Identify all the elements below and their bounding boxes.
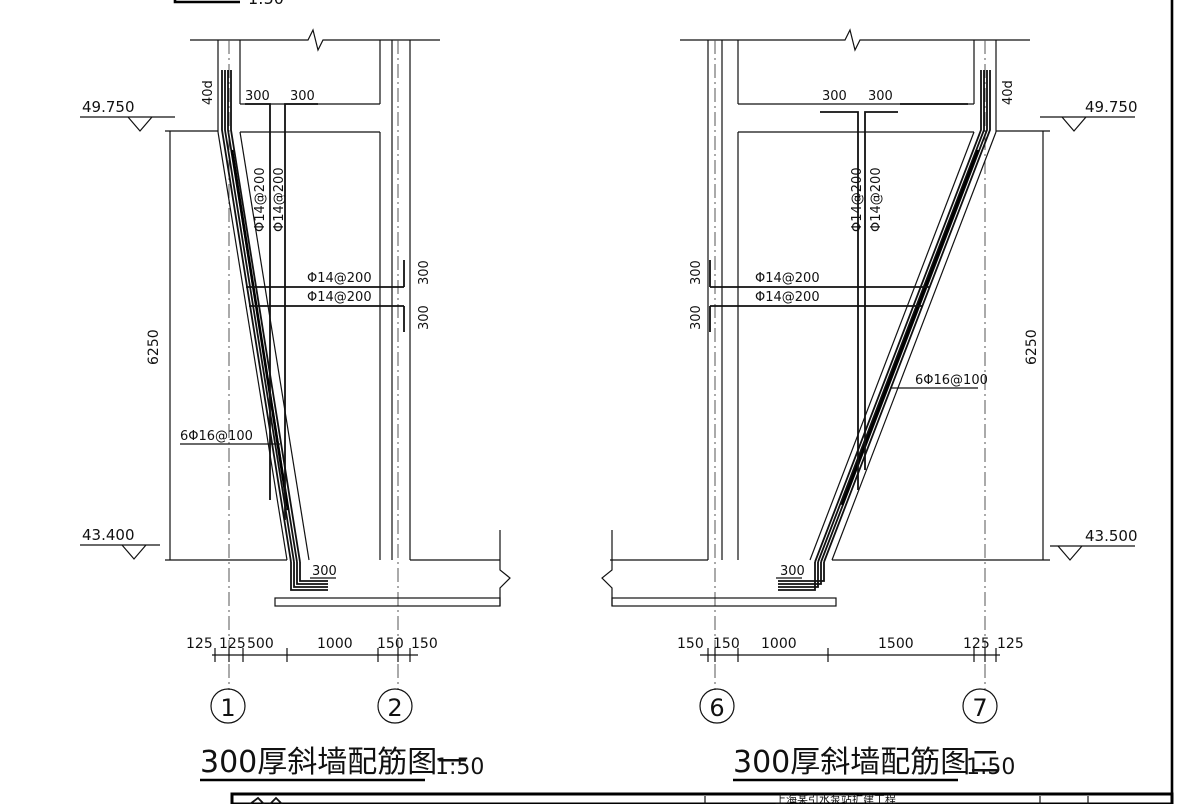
- vertical-rebar-left: [820, 111, 859, 490]
- top-dim-right: 300: [868, 89, 893, 104]
- bottom-dim-2: 150: [713, 636, 740, 652]
- vertical-rebar-right: [284, 103, 318, 520]
- break-line-right: [499, 530, 511, 606]
- break-line-left: [601, 530, 613, 606]
- slant-rebar-heavy: [230, 149, 290, 511]
- elev-triangle-top: [127, 116, 153, 132]
- bottom-hook-3: [296, 562, 328, 585]
- elev-triangle-bottom: [1057, 545, 1083, 561]
- bottom-dim-1: 125: [186, 636, 213, 652]
- axis-label-2: 2: [387, 694, 402, 722]
- bottom-hook-label: 300: [780, 564, 805, 579]
- bottom-hook-1: [778, 562, 816, 591]
- side-dim-upper: 300: [689, 260, 704, 285]
- slant-rebar-4: [230, 70, 301, 563]
- elev-triangle-bottom: [121, 544, 147, 560]
- drawing-one: 49.750 43.400 6250 40d 300 300 Φ14@200 Φ…: [80, 28, 511, 782]
- vertical-rebar-label-right: Φ14@200: [272, 167, 287, 232]
- slant-wall-face-outer: [217, 131, 288, 561]
- top-dim-right: 300: [290, 89, 315, 104]
- title-block-frame: [230, 792, 1174, 804]
- bottom-dim-2: 125: [219, 636, 246, 652]
- break-line-top: [190, 28, 440, 52]
- side-dim-lower: 300: [689, 305, 704, 330]
- previous-title-underline: [173, 0, 240, 4]
- slant-rebar-1: [814, 70, 982, 563]
- axis-bubble-1: [210, 688, 246, 724]
- bottom-dim-4: 1000: [317, 636, 353, 652]
- slant-rebar-3: [227, 70, 298, 563]
- bottom-dim-ticks: [707, 648, 997, 662]
- axis-label-6: 6: [709, 694, 724, 722]
- slant-rebar-4: [823, 70, 991, 563]
- axis-label-1: 1: [220, 694, 235, 722]
- vertical-rebar-right: [864, 111, 898, 470]
- foundation-cushion: [274, 597, 501, 607]
- bottom-hook-3: [778, 562, 822, 585]
- axis-bubble-7: [962, 688, 998, 724]
- anchor-length-label: 40d: [201, 80, 216, 105]
- elevation-top-label: 49.750: [82, 98, 135, 116]
- slant-rebar-1: [221, 70, 292, 563]
- drawing-title-one: 300厚斜墙配筋图一: [200, 745, 467, 780]
- height-dim-label: 6250: [1024, 329, 1040, 365]
- bottom-hook-1: [290, 562, 328, 591]
- title-block-logo-fragment: [249, 796, 265, 804]
- vertical-rebar-label-right: Φ14@200: [869, 167, 884, 232]
- previous-title-scale: 1:50: [248, 0, 284, 8]
- title-block-project-name: 上海某引水泵站扩建工程: [775, 792, 896, 804]
- slant-wall-face-outer: [831, 131, 997, 561]
- slant-rebar-label: 6Φ16@100: [180, 429, 253, 444]
- slant-rebar-2: [224, 70, 295, 563]
- slant-wall-face-inner: [239, 131, 310, 561]
- bottom-dim-4: 1500: [878, 636, 914, 652]
- horizontal-rebar-label-lower: Φ14@200: [755, 290, 820, 305]
- vertical-rebar-label-left: Φ14@200: [253, 167, 268, 232]
- slant-rebar-label: 6Φ16@100: [915, 373, 988, 388]
- bottom-dim-3: 1000: [761, 636, 797, 652]
- top-dim-left: 300: [822, 89, 847, 104]
- foundation-cushion: [611, 597, 837, 607]
- drawing-two: 49.750 43.500 6250 40d 300 300 Φ14@200 Φ…: [601, 28, 1138, 782]
- height-dim-label: 6250: [146, 329, 162, 365]
- side-dim-upper: 300: [417, 260, 432, 285]
- axis-bubble-2: [377, 688, 413, 724]
- slant-rebar-2: [817, 70, 985, 563]
- anchor-length-label: 40d: [1001, 80, 1016, 105]
- title-block-logo-fragment: [269, 796, 283, 804]
- bottom-hook-4: [778, 562, 825, 582]
- vertical-rebar-label-left: Φ14@200: [850, 167, 865, 232]
- bottom-hook-4: [299, 562, 328, 582]
- bottom-hook-2: [293, 562, 328, 588]
- side-dim-lower: 300: [417, 305, 432, 330]
- bottom-dim-5: 125: [963, 636, 990, 652]
- drawing-scale-one: 1:50: [435, 755, 484, 780]
- horizontal-rebar-label-upper: Φ14@200: [307, 271, 372, 286]
- axis-label-7: 7: [972, 694, 987, 722]
- elevation-bottom-label: 43.500: [1085, 527, 1138, 545]
- break-line-top: [680, 28, 1030, 52]
- vertical-rebar-left: [245, 103, 271, 500]
- horizontal-rebar-label-lower: Φ14@200: [307, 290, 372, 305]
- bottom-dim-1: 150: [677, 636, 704, 652]
- bottom-hook-label: 300: [312, 564, 337, 579]
- elevation-bottom-label: 43.400: [82, 526, 135, 544]
- bottom-hook-2: [778, 562, 819, 588]
- axis-bubble-6: [699, 688, 735, 724]
- elevation-top-label: 49.750: [1085, 98, 1138, 116]
- bottom-dim-6: 125: [997, 636, 1024, 652]
- slant-wall-face-inner: [809, 131, 975, 561]
- bottom-dim-3: 500: [247, 636, 274, 652]
- drawing-scale-two: 1:50: [966, 755, 1015, 780]
- bottom-dim-5: 150: [377, 636, 404, 652]
- top-dim-left: 300: [245, 89, 270, 104]
- bottom-dim-ticks: [214, 648, 411, 662]
- horizontal-rebar-label-upper: Φ14@200: [755, 271, 820, 286]
- drawing-title-two: 300厚斜墙配筋图二: [733, 745, 1000, 780]
- bottom-dim-6: 150: [411, 636, 438, 652]
- elev-triangle-top: [1061, 116, 1087, 132]
